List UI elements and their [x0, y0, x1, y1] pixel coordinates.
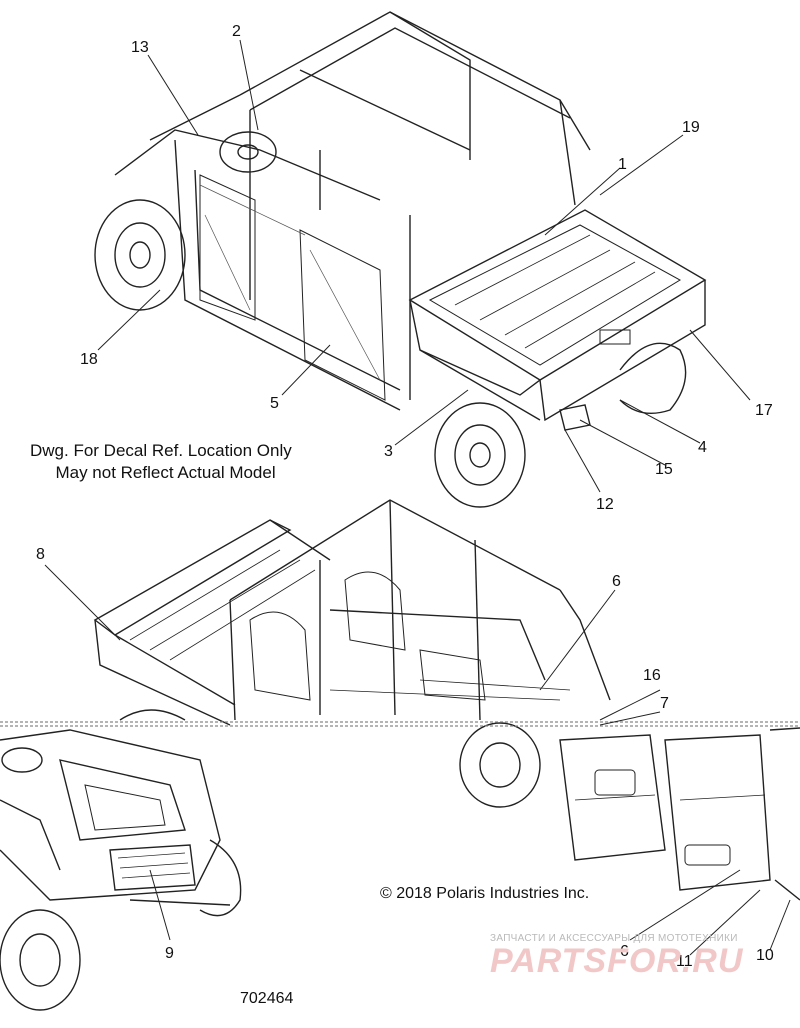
watermark-logo: PARTSFOR.RU [490, 942, 744, 980]
reference-note-line1: Dwg. For Decal Ref. Location Only [30, 441, 292, 460]
callout-4: 4 [698, 439, 707, 456]
front-hood-drawing [0, 729, 242, 1011]
callout-7: 7 [660, 695, 669, 712]
top-vehicle-drawing [94, 11, 707, 508]
callout-17: 17 [755, 402, 773, 419]
hood-front-wheel [0, 909, 81, 1011]
callout-6-top: 6 [612, 573, 621, 590]
leader-lines [44, 39, 791, 956]
callout-16: 16 [643, 667, 661, 684]
middle-vehicle-drawing [93, 499, 611, 808]
callout-19: 19 [682, 119, 700, 136]
watermark-subtitle: ЗАПЧАСТИ И АКСЕССУАРЫ ДЛЯ МОТОТЕХНИКИ [490, 933, 738, 944]
hood-right-wheel [199, 839, 242, 917]
callout-10: 10 [756, 947, 774, 964]
middle-front-wheel [459, 722, 541, 808]
doors-drawing [559, 727, 800, 901]
callout-5: 5 [270, 395, 279, 412]
callout-15: 15 [655, 461, 673, 478]
callout-8: 8 [36, 546, 45, 563]
callout-18: 18 [80, 351, 98, 368]
callout-2: 2 [232, 23, 241, 40]
reference-note: Dwg. For Decal Ref. Location Only May no… [30, 440, 292, 484]
reference-note-line2: May not Reflect Actual Model [55, 463, 276, 482]
callout-13: 13 [131, 39, 149, 56]
middle-rear-wheel [119, 709, 186, 721]
callout-6-bottom: 6 [620, 943, 629, 960]
top-front-wheel [94, 199, 186, 311]
top-rear-wheel [434, 402, 526, 508]
callout-3: 3 [384, 443, 393, 460]
callout-1: 1 [618, 156, 627, 173]
callout-12: 12 [596, 496, 614, 513]
callout-11: 11 [676, 953, 693, 970]
drawing-number: 702464 [240, 990, 294, 1007]
top-rear-right-wheel [619, 342, 687, 414]
callout-9: 9 [165, 945, 174, 962]
copyright-text: © 2018 Polaris Industries Inc. [380, 885, 590, 902]
drawing-separator [0, 721, 800, 727]
